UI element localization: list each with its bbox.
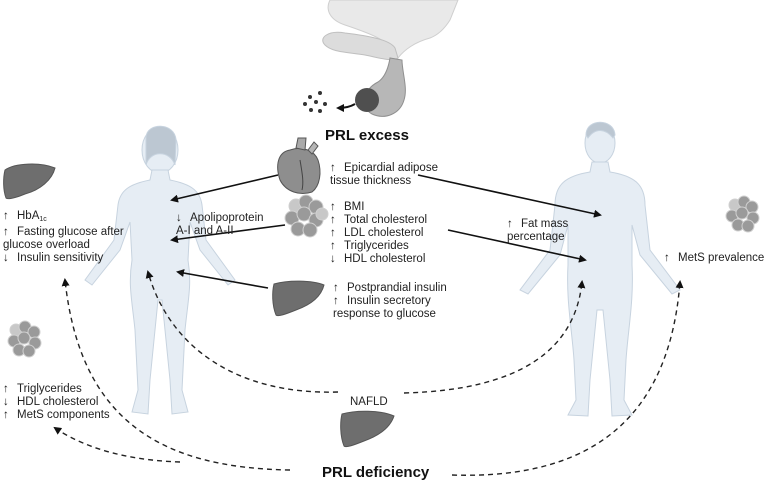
heart-icon xyxy=(277,137,321,194)
adipose-tissue-icon xyxy=(284,194,329,238)
arrow-heart-to-female xyxy=(170,174,279,203)
prl-excess-title: PRL excess xyxy=(325,127,409,144)
liver-icon xyxy=(340,410,395,448)
fat-mass-effect: ↑Fat mass percentage xyxy=(507,218,569,243)
adipose-tissue-icon xyxy=(7,320,42,358)
arrow-deficiency-to-female-left xyxy=(61,278,291,471)
arrow-adipose-to-male xyxy=(447,229,587,263)
nafld-label: NAFLD xyxy=(350,396,388,408)
heart-effects: ↑Epicardial adipose tissue thickness xyxy=(330,162,438,187)
effect-insulin-sensitivity: ↓Insulin sensitivity xyxy=(3,252,104,264)
liver-effects: ↑Postprandial insulin ↑Insulin secretory… xyxy=(333,282,447,320)
adipose-effects: ↑BMI ↑Total cholesterol ↑LDL cholesterol… xyxy=(330,201,428,265)
arrow-liver-to-female xyxy=(176,269,269,289)
male-body-icon xyxy=(519,121,681,417)
deficiency-effects: ↑Triglycerides ↓HDL cholesterol ↑MetS co… xyxy=(3,383,110,421)
arrow-nafld-to-male xyxy=(403,280,586,394)
effect-hba1c: ↑HbA1c xyxy=(3,210,47,223)
arrow-deficiency-to-mets xyxy=(53,426,181,463)
liver-icon xyxy=(272,280,325,317)
female-body-icon xyxy=(84,125,236,415)
pituitary-adenoma-icon xyxy=(303,0,459,117)
solid-arrows xyxy=(170,174,602,289)
prl-deficiency-title: PRL deficiency xyxy=(322,464,430,481)
arrow-adipose-to-female xyxy=(170,224,286,244)
dashed-arrows xyxy=(53,270,684,476)
effect-glucose-overload: glucose overload xyxy=(3,239,90,251)
arrow-heart-to-male xyxy=(417,174,602,218)
apolipoprotein-effects: ↓Apolipoprotein A-I and A-II xyxy=(176,212,264,237)
mets-prevalence-effect: ↑MetS prevalence xyxy=(664,252,765,264)
arrow-deficiency-to-male xyxy=(451,280,684,476)
liver-icon xyxy=(3,163,56,200)
effect-fasting-glucose: ↑Fasting glucose after xyxy=(3,226,124,238)
adipose-tissue-icon xyxy=(725,195,760,233)
female-glucose-effects: ↑HbA1c ↑Fasting glucose after glucose ov… xyxy=(3,210,124,265)
arrow-nafld-to-female xyxy=(145,270,339,393)
